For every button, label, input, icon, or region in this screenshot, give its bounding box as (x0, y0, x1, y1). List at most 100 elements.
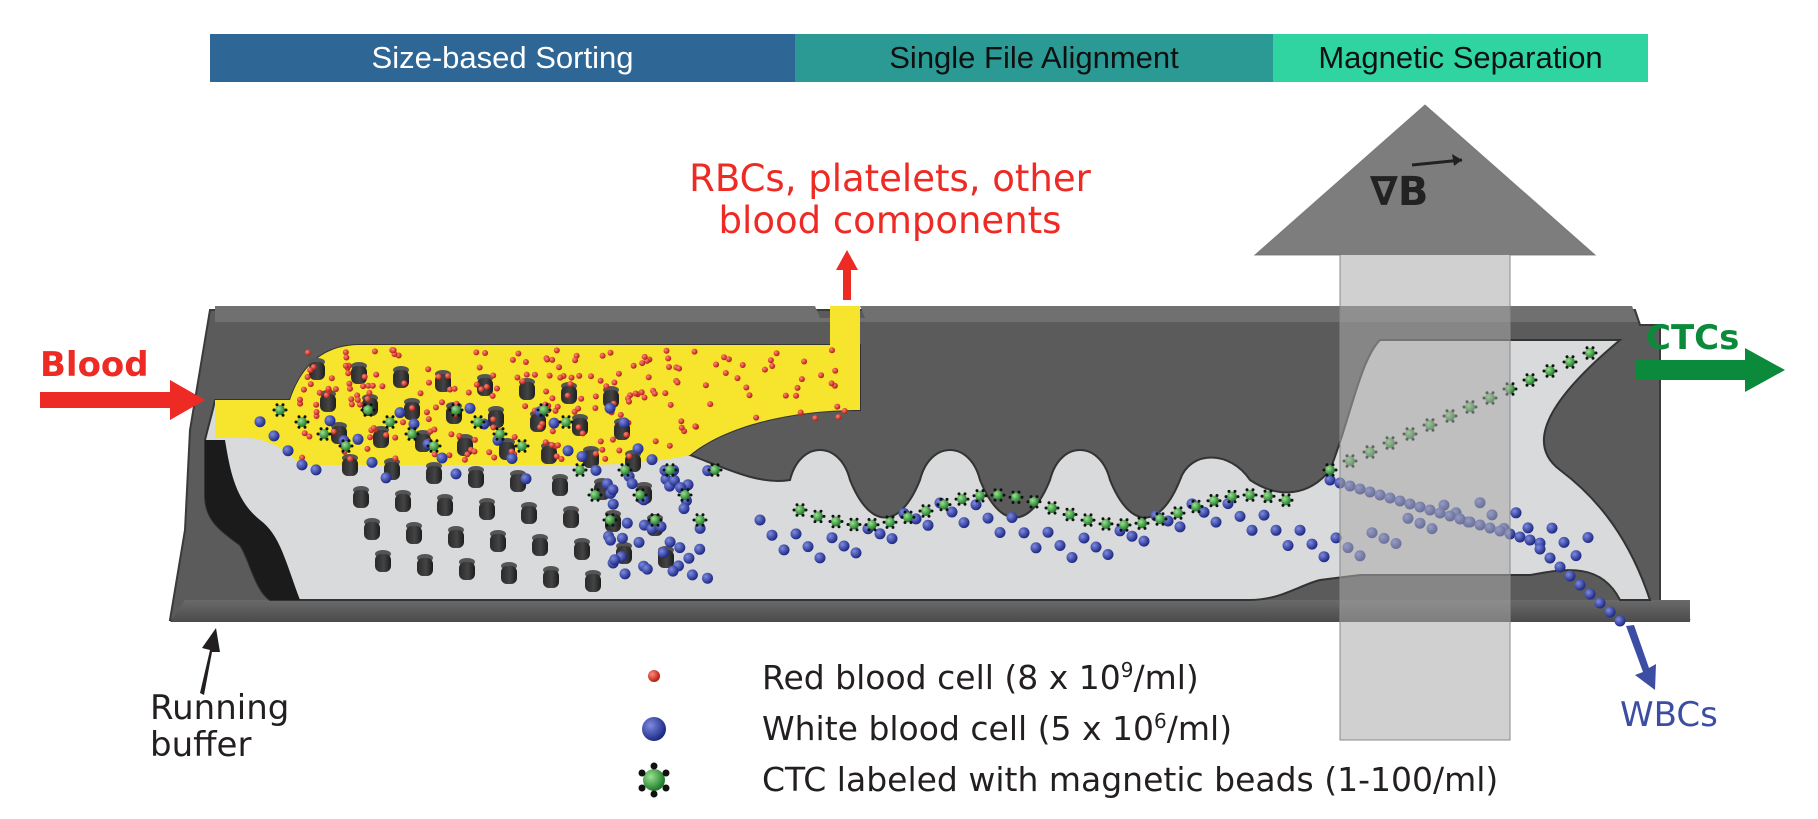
rbc-dot (616, 447, 623, 454)
ctc-star (1188, 499, 1204, 514)
rbc-dot (348, 401, 355, 408)
pillar (309, 358, 325, 380)
rbc-dot (578, 395, 585, 402)
rbc-dot (725, 356, 732, 363)
rbc-dot (451, 385, 458, 392)
wbc-dot (946, 506, 958, 518)
rbc-dot (602, 455, 609, 462)
wbc-dot (958, 517, 970, 529)
pillar (448, 526, 464, 548)
rbc-dot (392, 434, 399, 441)
rbc-dot (611, 379, 618, 386)
wbc-dot (1514, 531, 1526, 543)
rbc-dot (323, 392, 330, 399)
rbc-dot (721, 354, 727, 361)
rbc-dot (542, 439, 549, 446)
running-buffer-label: Running buffer (150, 690, 289, 764)
wbc-dot (506, 453, 518, 464)
rbc-dot (798, 376, 805, 383)
pillar (490, 530, 506, 552)
rbc-dot (306, 433, 313, 440)
rbc-dot (713, 361, 720, 368)
wbc-dot (1270, 524, 1282, 536)
ctc-star (470, 415, 486, 429)
wbc-dot (380, 472, 392, 484)
rbc-dot (818, 372, 825, 379)
ctc-star (1562, 355, 1578, 369)
legend-ctc-icon (638, 762, 670, 798)
ctc-star (1260, 489, 1276, 503)
rbc-dot (665, 355, 672, 362)
ctc-star (1582, 346, 1598, 360)
wbc-dot (1554, 561, 1566, 573)
wbcs-arrow-icon (1626, 625, 1656, 690)
rbc-dot (588, 373, 594, 380)
wbc-dot (1604, 606, 1616, 618)
rbc-dot (486, 449, 493, 456)
wbc-dot (1306, 538, 1318, 550)
rbc-dot (307, 381, 314, 388)
wbc-dot (450, 468, 462, 480)
wbc-dot (754, 514, 766, 526)
rbc-dot (592, 393, 599, 400)
ctc-star (514, 439, 530, 453)
ctcs-arrow-icon (1635, 348, 1785, 392)
ctc-star (864, 518, 880, 532)
wbc-dot (790, 528, 802, 540)
ctc-star (1044, 501, 1060, 515)
pillar (353, 486, 369, 508)
rbc-dot (478, 386, 485, 393)
rbc-dot (347, 385, 353, 392)
rbc-dot (464, 451, 471, 458)
rbc-dot (392, 455, 399, 462)
rbc-dot (483, 383, 490, 390)
rbc-dot (801, 358, 808, 365)
rbc-dot (639, 360, 646, 367)
rbc-dot (342, 362, 349, 369)
ctc-star (492, 427, 508, 441)
rbc-dot (638, 389, 645, 396)
wbc-dot (678, 503, 690, 515)
wbc-dot (268, 430, 280, 442)
rbc-dot (572, 357, 579, 364)
wbc-dot (802, 541, 814, 553)
wbc-dot (1318, 551, 1330, 563)
ctc-star (900, 510, 916, 524)
wbc-dot (1564, 570, 1576, 582)
rbc-dot (515, 350, 522, 357)
rbc-dot (674, 379, 681, 386)
rbc-dot (425, 416, 432, 423)
rbc-dot (739, 362, 746, 368)
rbc-dot (667, 401, 674, 408)
wbc-dot (664, 536, 676, 548)
wbc-dot (607, 498, 619, 510)
rbc-dot (439, 399, 445, 406)
chip-front-edge (170, 600, 1690, 622)
stage-bar-magnetic-separation: Magnetic Separation (1273, 34, 1648, 82)
rbc-dot (835, 414, 842, 420)
rbc-dot (651, 390, 658, 397)
rbc-dot (447, 386, 453, 393)
ctc-star (448, 403, 464, 417)
rbc-dot (360, 383, 367, 390)
wbc-dot (982, 512, 994, 524)
gradient-b-symbol: ∇B (1370, 169, 1428, 215)
rbc-dot (431, 426, 438, 433)
wbc-dot (886, 533, 898, 545)
rbc-dot (579, 430, 586, 437)
rbc-dot (342, 349, 349, 356)
wbc-dot (657, 547, 669, 559)
wbc-dot (1570, 550, 1582, 562)
blood-inlet-label: Blood (40, 345, 149, 385)
rbc-dot (489, 392, 496, 399)
rbc-dot (753, 414, 760, 421)
rbc-dot (448, 431, 455, 438)
rbc-dot (564, 392, 571, 399)
wbc-dot (254, 416, 266, 428)
rbc-dot (746, 392, 753, 399)
wbc-dot (1174, 521, 1186, 533)
pillar (574, 538, 590, 560)
rbc-dot (426, 379, 432, 386)
wbc-dot (1102, 549, 1114, 560)
